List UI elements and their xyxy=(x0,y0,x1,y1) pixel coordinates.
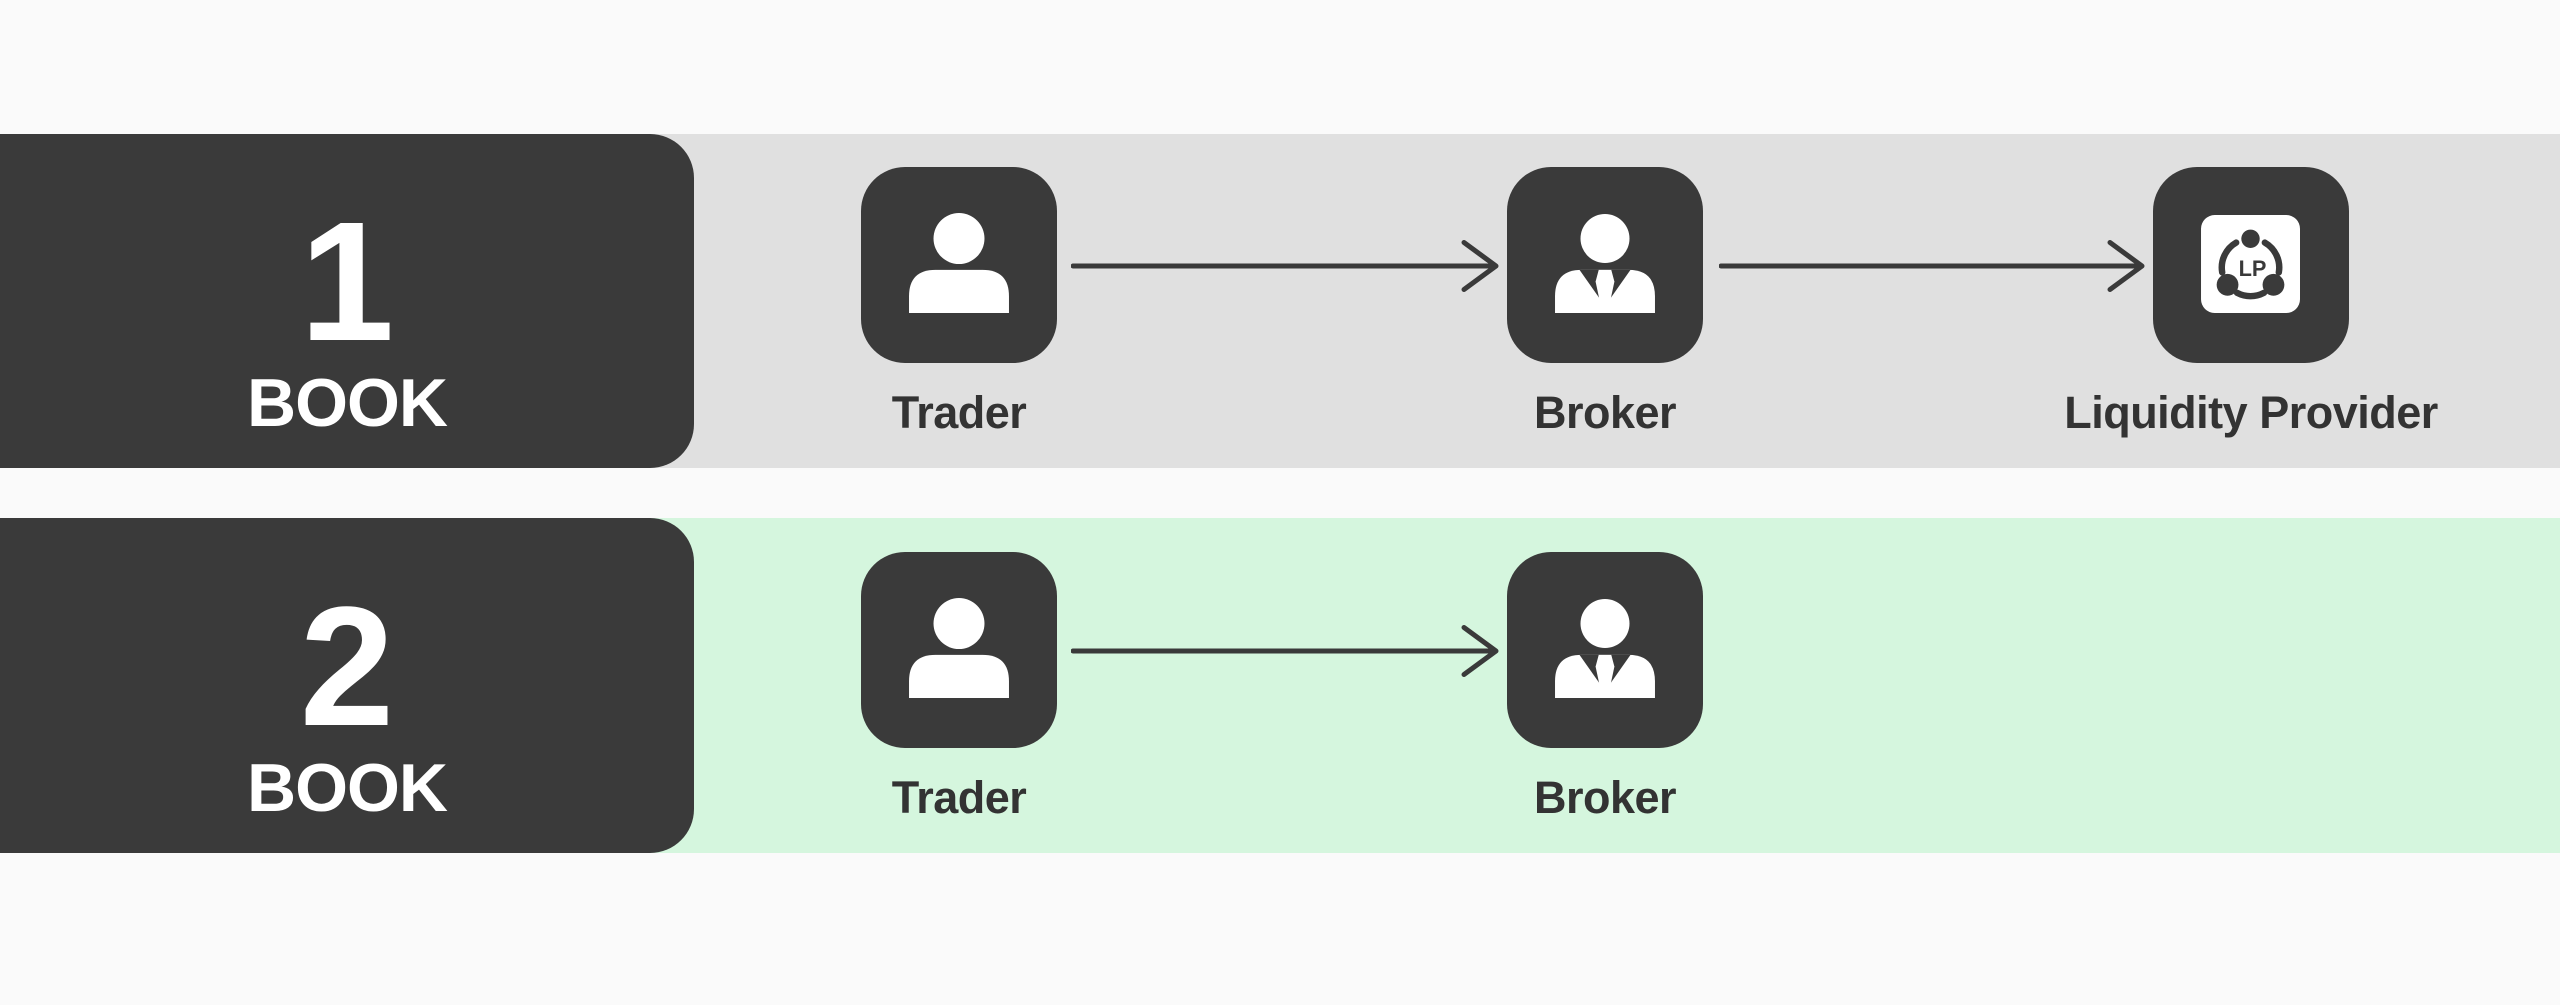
book2-title-box: 2 BOOK xyxy=(0,518,694,853)
row1-liquidity-provider-label: Liquidity Provider xyxy=(2064,387,2438,438)
row2-trader-label: Trader xyxy=(891,772,1027,823)
lp-badge-text: LP xyxy=(2239,256,2267,281)
row1-arrow-trader-to-broker xyxy=(1071,240,1499,292)
book1-title-box: 1 BOOK xyxy=(0,134,694,468)
broker-person-icon xyxy=(1555,214,1655,314)
row1-trader-node xyxy=(861,167,1057,363)
person-icon xyxy=(909,213,1009,314)
row1-broker-node xyxy=(1507,167,1703,363)
row2-arrow-trader-to-broker xyxy=(1071,625,1499,677)
broker-person-icon xyxy=(1555,599,1655,699)
row2-broker-label: Broker xyxy=(1533,772,1677,823)
row2-broker-node xyxy=(1507,552,1703,748)
lp-network-icon: LP xyxy=(2201,215,2300,314)
row1-liquidity-provider-node: LP xyxy=(2153,167,2349,363)
person-icon xyxy=(909,598,1009,699)
book1-word: BOOK xyxy=(247,365,448,441)
row1-broker-label: Broker xyxy=(1533,387,1677,438)
book1-number: 1 xyxy=(299,187,395,377)
row2-trader-node xyxy=(861,552,1057,748)
row1-trader-label: Trader xyxy=(891,387,1027,438)
book2-number: 2 xyxy=(299,571,395,762)
row1-arrow-broker-to-lp xyxy=(1719,240,2145,292)
book2-word: BOOK xyxy=(247,749,448,826)
